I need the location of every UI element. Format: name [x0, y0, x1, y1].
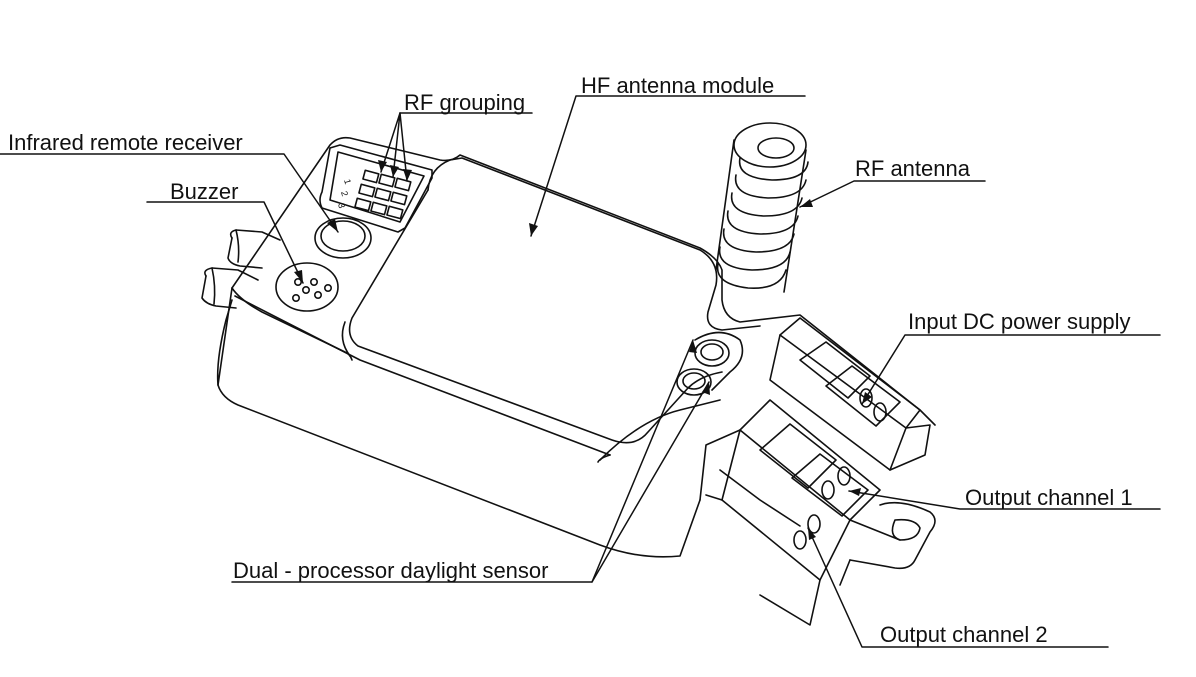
- mounting-tabs-left: [201, 229, 281, 309]
- rf-antenna-coil: [715, 122, 809, 293]
- leader-rf-antenna: [799, 180, 986, 208]
- leader-input-dc: [861, 334, 1161, 405]
- switch-number-3: 3: [336, 202, 347, 209]
- mounting-tab-right: [839, 501, 936, 586]
- leader-hf-antenna-module: [530, 95, 806, 237]
- label-output-channel-2: Output channel 2: [880, 622, 1048, 647]
- leader-infrared: [0, 153, 339, 233]
- terminal-blocks: [699, 317, 931, 626]
- label-output-channel-1: Output channel 1: [965, 485, 1133, 510]
- leader-arrowheads: [294, 160, 872, 540]
- label-rf-grouping: RF grouping: [404, 90, 526, 115]
- label-infrared-remote-receiver: Infrared remote receiver: [8, 130, 243, 155]
- switch-number-2: 2: [339, 190, 350, 197]
- label-hf-antenna-module: HF antenna module: [581, 73, 775, 98]
- leader-daylight: [231, 339, 694, 583]
- leader-buzzer: [146, 201, 304, 284]
- label-input-dc-power-supply: Input DC power supply: [908, 309, 1131, 334]
- leader-output-2: [807, 527, 1109, 648]
- daylight-sensors: [676, 331, 744, 396]
- leader-lines: [0, 95, 1161, 648]
- switch-number-1: 1: [342, 178, 353, 185]
- label-buzzer: Buzzer: [170, 179, 239, 204]
- device-housing: [216, 136, 936, 558]
- label-dual-processor-daylight-sensor: Dual - processor daylight sensor: [233, 558, 549, 583]
- leader-output-1: [848, 490, 1161, 510]
- buzzer: [275, 262, 339, 312]
- hf-antenna-module: [341, 157, 761, 444]
- infrared-receiver: [314, 217, 372, 259]
- label-rf-antenna: RF antenna: [855, 156, 970, 181]
